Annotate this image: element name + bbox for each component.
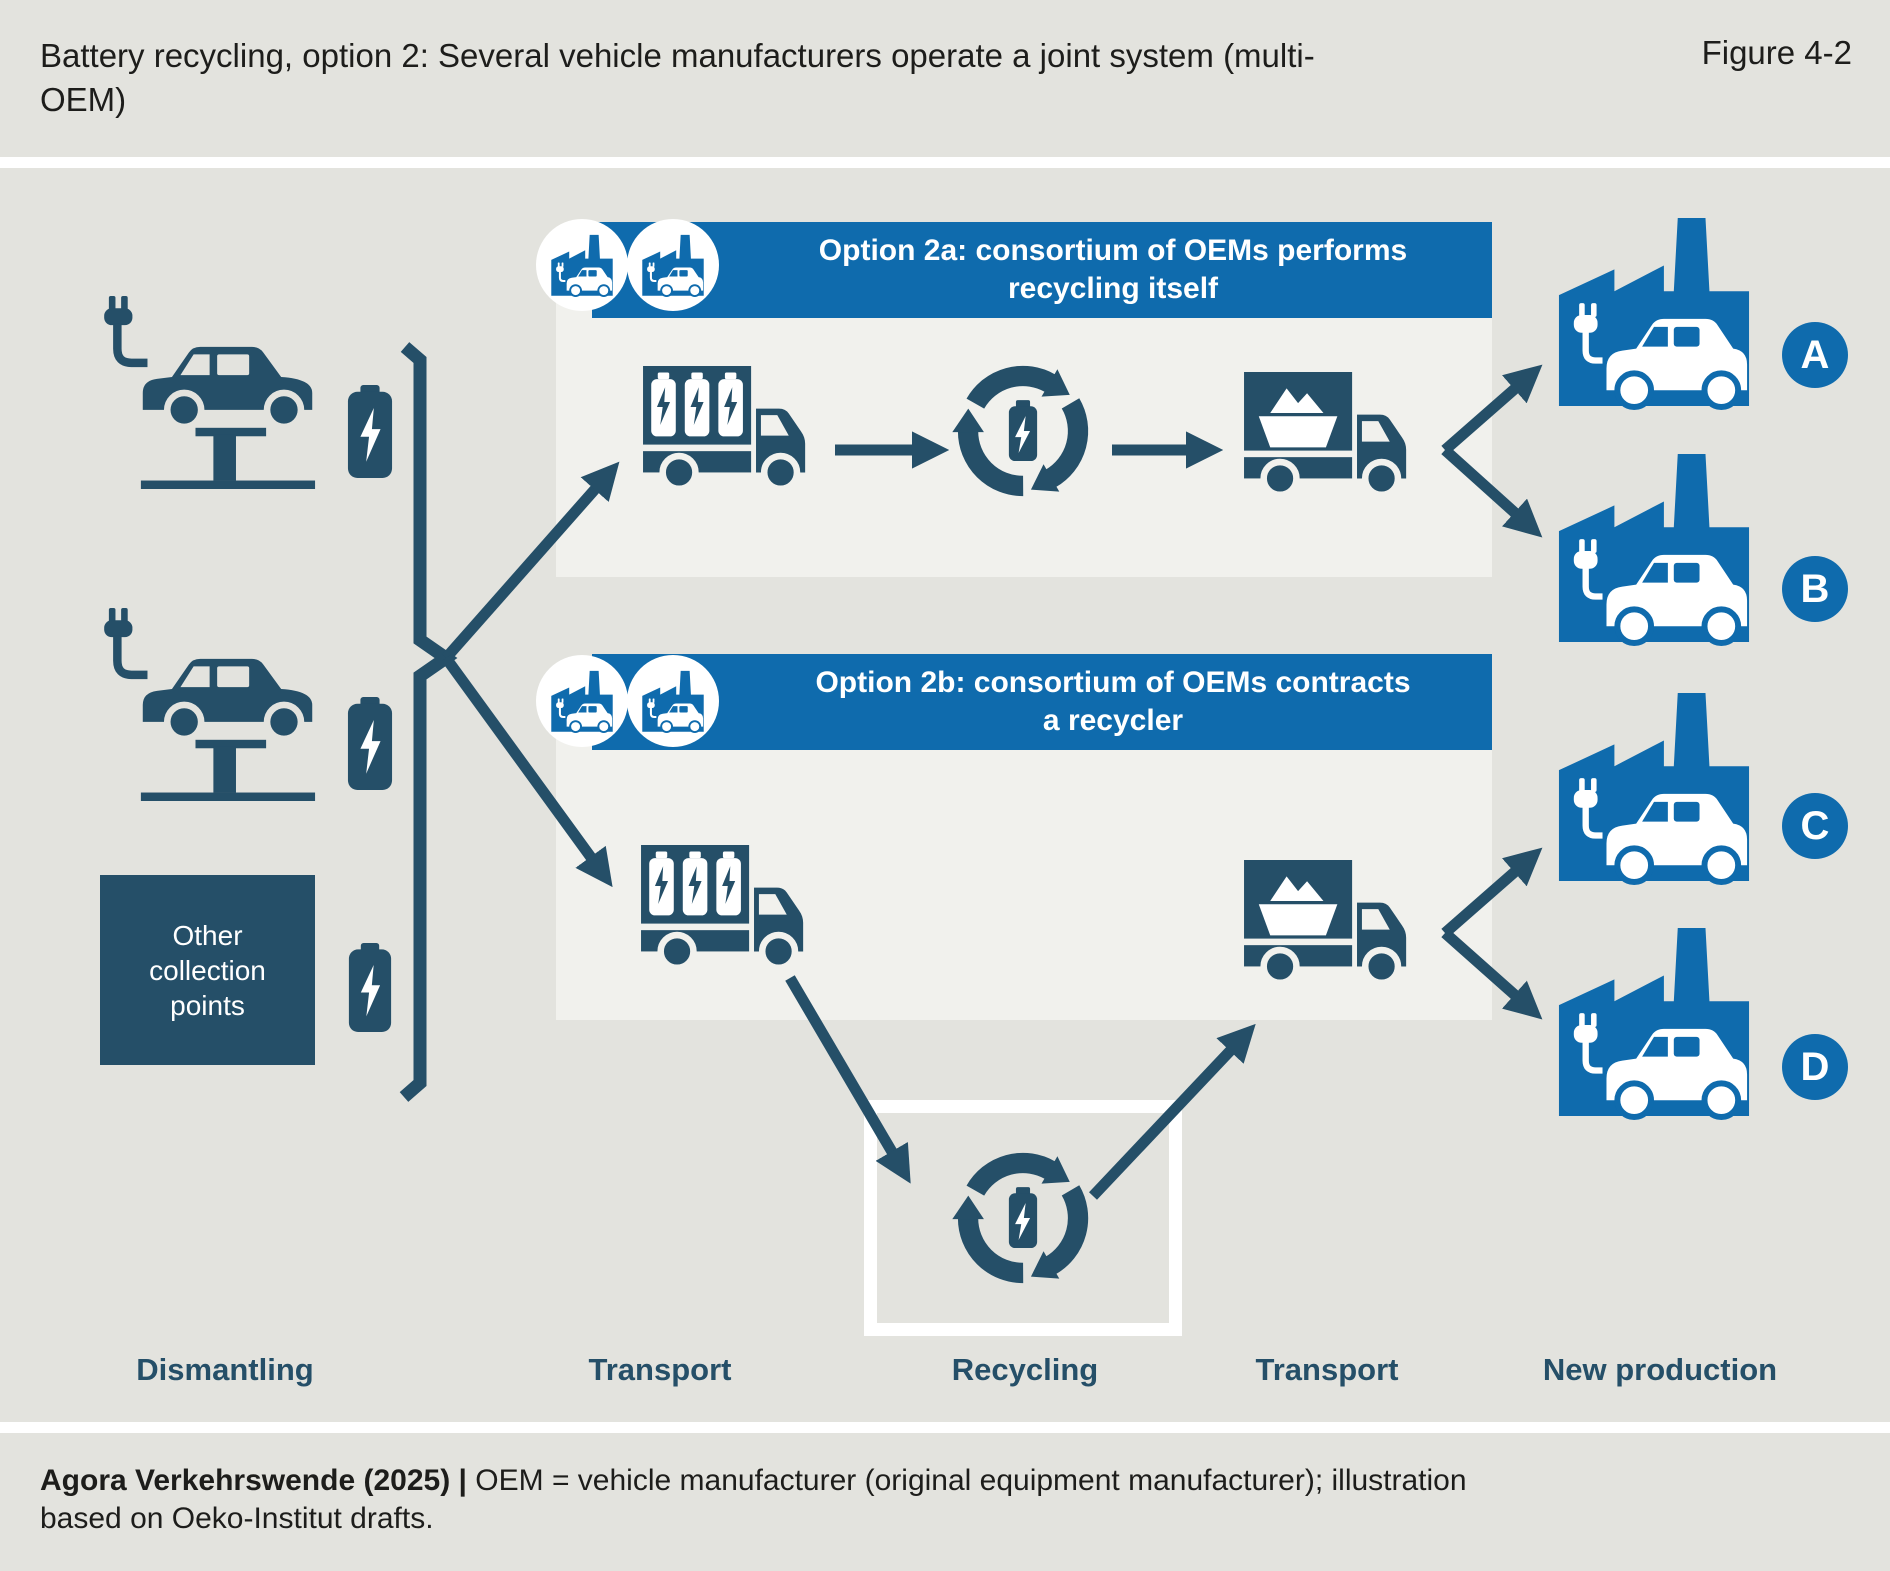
battery-recycling-icon [948,1143,1098,1293]
dismantling-car-1 [103,296,320,489]
factory-with-ev-car-icon [1555,687,1753,885]
stage-label-transport-1: Transport [588,1352,732,1387]
truck-with-materials-icon [1244,372,1416,503]
figure-number-label: Figure 4-2 [1701,34,1852,71]
truck-2a-batteries [643,366,815,497]
factory-with-ev-car-icon [1555,448,1753,646]
source-text: OEM = vehicle manufacturer (original equ… [40,1464,1467,1535]
footer-divider [0,1422,1890,1433]
oem-badge-c: C [1782,793,1848,859]
oem-circle-2b-2 [627,655,719,747]
stage-label-recycling: Recycling [951,1352,1099,1387]
oem-badge-a: A [1782,322,1848,388]
battery-icon [346,697,394,790]
oem-circle-2a-1 [536,219,628,311]
option-2a-header-bar: Option 2a: consortium of OEMs performs r… [592,222,1492,318]
battery-from-car-2 [346,697,394,790]
stage-label-dismantling: Dismantling [136,1352,314,1387]
truck-with-materials-icon [1244,860,1416,991]
truck-2b-batteries [641,845,813,976]
source-label: Agora Verkehrswende (2025) [40,1464,451,1497]
oem-circle-2b-1 [536,655,628,747]
factory-with-ev-car-icon [641,669,705,733]
battery-from-collection [347,943,393,1032]
truck-with-batteries-icon [641,845,813,976]
factory-with-ev-car-icon [1555,212,1753,410]
recycling-2a [948,356,1098,506]
option-2a-title: Option 2a: consortium of OEMs performs r… [818,234,1408,305]
dismantling-car-2 [103,608,320,801]
factory-oem-d [1555,922,1753,1120]
source-separator: | [458,1464,467,1497]
oem-badge-b: B [1782,556,1848,622]
truck-2a-materials [1244,372,1416,503]
factory-with-ev-car-icon [641,233,705,297]
factory-with-ev-car-icon [1555,922,1753,1120]
ev-car-on-lift-icon [103,608,320,801]
factory-with-ev-car-icon [550,669,614,733]
other-collection-points-box: Other collection points [100,875,315,1065]
factory-oem-a [1555,212,1753,410]
battery-from-car-1 [346,385,394,478]
truck-with-batteries-icon [643,366,815,497]
page-title: Battery recycling, option 2: Several veh… [40,37,1315,118]
recycling-2b [948,1143,1098,1293]
factory-oem-b [1555,448,1753,646]
stage-label-new-production: New production [1542,1352,1778,1387]
ev-car-on-lift-icon [103,296,320,489]
factory-oem-c [1555,687,1753,885]
option-2b-title: Option 2b: consortium of OEMs contracts … [815,666,1411,737]
truck-2b-materials [1244,860,1416,991]
collection-bracket [399,342,458,1102]
option-2b-header-bar: Option 2b: consortium of OEMs contracts … [592,654,1492,750]
header-divider [0,157,1890,168]
source-note: Agora Verkehrswende (2025) | OEM = vehic… [40,1462,1520,1538]
oem-circle-2a-2 [627,219,719,311]
battery-recycling-icon [948,356,1098,506]
battery-icon [346,385,394,478]
factory-with-ev-car-icon [550,233,614,297]
oem-badge-d: D [1782,1034,1848,1100]
battery-icon [347,943,393,1032]
stage-label-transport-2: Transport [1255,1352,1399,1387]
